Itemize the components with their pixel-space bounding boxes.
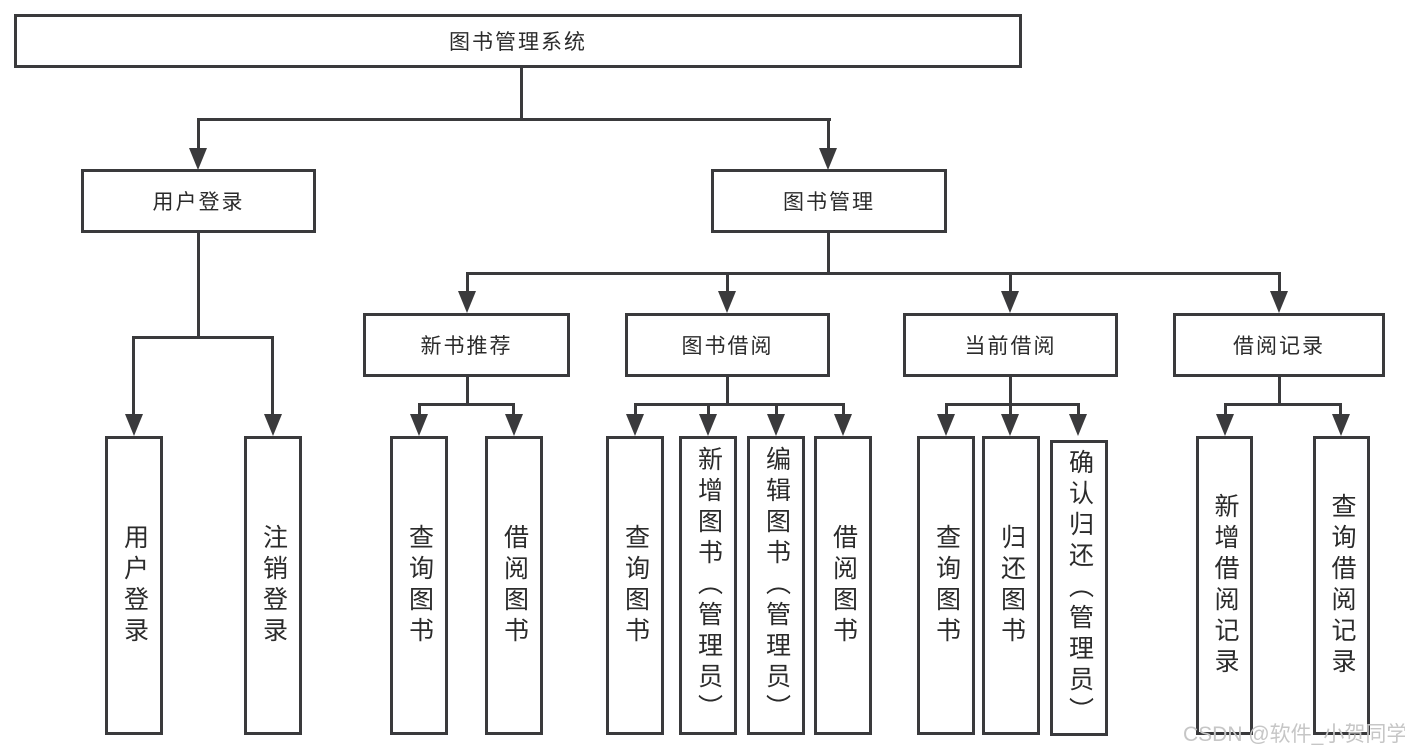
node-label: 新书推荐 [420, 335, 513, 358]
watermark-text: CSDN @软件_小贺同学 [1183, 723, 1405, 746]
arrowhead-down-icon [718, 291, 736, 313]
leaf-borrow-books-borrowing: 借阅图书 [814, 436, 872, 735]
connector-line [418, 403, 421, 416]
arrowhead-down-icon [458, 291, 476, 313]
node-borrowing-records: 借阅记录 [1173, 313, 1385, 377]
node-book-management: 图书管理 [711, 169, 947, 233]
leaf-edit-books-admin: 编辑图书（管理员） [747, 436, 805, 735]
leaf-label: 借阅图书 [500, 523, 529, 648]
node-label: 图书借阅 [681, 335, 774, 358]
connector-line [1009, 403, 1012, 416]
node-label: 图书管理 [783, 191, 875, 214]
arrowhead-down-icon [189, 148, 207, 170]
leaf-borrow-books-recommend: 借阅图书 [485, 436, 543, 735]
leaf-user-login: 用户登录 [105, 436, 163, 735]
leaf-label: 归还图书 [997, 523, 1026, 648]
connector-line [842, 403, 845, 416]
connector-line [197, 118, 831, 121]
arrowhead-down-icon [1069, 414, 1087, 436]
leaf-add-books-admin: 新增图书（管理员） [679, 436, 737, 735]
connector-line [726, 377, 729, 403]
arrowhead-down-icon [937, 414, 955, 436]
connector-line [466, 272, 469, 294]
node-book-borrowing: 图书借阅 [625, 313, 830, 377]
leaf-query-books-borrowing: 查询图书 [606, 436, 664, 735]
connector-line [945, 403, 1080, 406]
node-current-borrowing: 当前借阅 [903, 313, 1118, 377]
node-label: 用户登录 [152, 191, 245, 214]
connector-line [418, 403, 515, 406]
connector-line [466, 272, 1280, 275]
connector-line [827, 233, 830, 272]
leaf-query-borrow-record: 查询借阅记录 [1313, 436, 1370, 735]
connector-line [707, 403, 710, 416]
connector-line [132, 336, 274, 339]
leaf-query-books-current: 查询图书 [917, 436, 975, 735]
arrowhead-down-icon [767, 414, 785, 436]
arrowhead-down-icon [264, 414, 282, 436]
connector-line [197, 118, 200, 150]
connector-line [634, 403, 637, 416]
connector-line [726, 272, 729, 294]
node-label: 借阅记录 [1233, 335, 1325, 358]
connector-line [1009, 377, 1012, 403]
connector-line [512, 403, 515, 416]
connector-line [1077, 403, 1080, 416]
leaf-label: 确认归还（管理员） [1065, 448, 1094, 728]
arrowhead-down-icon [1216, 414, 1234, 436]
connector-line [634, 403, 844, 406]
arrowhead-down-icon [125, 414, 143, 436]
connector-line [132, 336, 135, 416]
node-user-login: 用户登录 [81, 169, 316, 233]
leaf-label: 用户登录 [120, 523, 149, 648]
connector-line [1278, 272, 1281, 294]
node-new-book-recommend: 新书推荐 [363, 313, 570, 377]
leaf-confirm-return-admin: 确认归还（管理员） [1050, 440, 1108, 736]
leaf-label: 查询图书 [932, 523, 961, 648]
connector-line [1339, 403, 1342, 416]
leaf-label: 新增图书（管理员） [694, 446, 723, 725]
leaf-query-books-recommend: 查询图书 [390, 436, 448, 735]
node-root-label: 图书管理系统 [449, 31, 587, 54]
connector-line [466, 377, 469, 403]
arrowhead-down-icon [505, 414, 523, 436]
leaf-label: 借阅图书 [829, 523, 858, 648]
leaf-add-borrow-record: 新增借阅记录 [1196, 436, 1253, 735]
arrowhead-down-icon [626, 414, 644, 436]
leaf-return-books: 归还图书 [982, 436, 1040, 735]
connector-line [1009, 272, 1012, 294]
arrowhead-down-icon [699, 414, 717, 436]
connector-line [775, 403, 778, 416]
leaf-label: 编辑图书（管理员） [762, 446, 791, 725]
leaf-logout: 注销登录 [244, 436, 302, 735]
arrowhead-down-icon [834, 414, 852, 436]
arrowhead-down-icon [1001, 414, 1019, 436]
connector-line [1224, 403, 1342, 406]
arrowhead-down-icon [1001, 291, 1019, 313]
arrowhead-down-icon [1332, 414, 1350, 436]
connector-line [1278, 377, 1281, 403]
connector-line [945, 403, 948, 416]
node-label: 当前借阅 [964, 335, 1057, 358]
leaf-label: 查询图书 [621, 523, 650, 648]
arrowhead-down-icon [1270, 291, 1288, 313]
leaf-label: 注销登录 [259, 523, 288, 648]
connector-line [827, 118, 830, 150]
leaf-label: 新增借阅记录 [1211, 492, 1239, 679]
connector-line [1224, 403, 1227, 416]
leaf-label: 查询借阅记录 [1328, 492, 1356, 679]
arrowhead-down-icon [410, 414, 428, 436]
connector-line [197, 233, 200, 336]
connector-line [271, 336, 274, 416]
arrowhead-down-icon [819, 148, 837, 170]
connector-line [520, 68, 523, 118]
leaf-label: 查询图书 [405, 523, 434, 648]
node-root: 图书管理系统 [14, 14, 1022, 68]
